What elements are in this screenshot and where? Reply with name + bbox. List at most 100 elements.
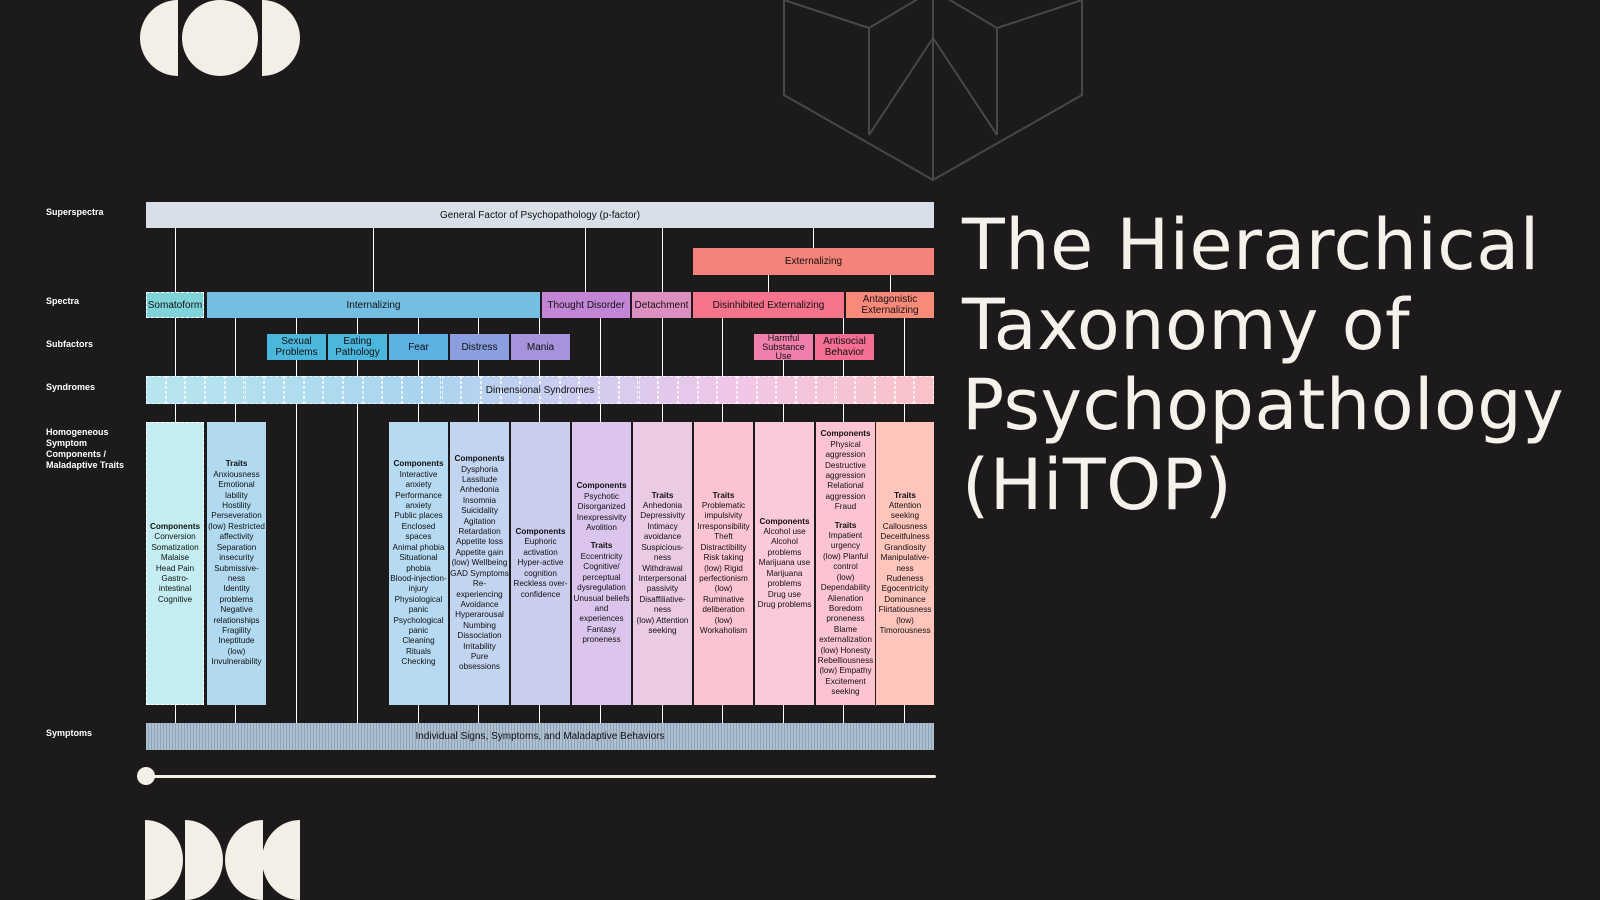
column-item: Retardation [458,527,501,537]
syndrome-cell [323,376,343,404]
syndrome-cell [480,376,501,404]
spectrum-antagonistic-externalizing: Antagonistic Externalizing [846,292,934,318]
column-item: Head Pain [155,563,195,573]
syndrome-cell [402,376,422,404]
progress-handle[interactable] [137,767,155,785]
column-item: Public places [394,511,443,521]
column-header: Traits [225,459,248,469]
column-item: Reckless over-confidence [513,579,568,599]
syndrome-cell [658,376,678,404]
syndrome-cell [421,376,442,404]
column-item: Perseveration [211,511,262,521]
column-item: (low) Timorousness [879,615,931,635]
column-item: Destructive aggression [825,460,866,481]
syndrome-cell [303,376,324,404]
column-item: (low) Empathy [819,666,872,676]
column-item: Fraud [834,502,857,512]
syndrome-cell [461,376,481,404]
subfactor-distress: Distress [450,334,509,360]
column-item: Problematic impulsivity [701,501,746,521]
column-item: Identity problems [219,584,254,604]
column-item: (low) Wellbeing [451,558,508,568]
column-item: Numbing [463,620,496,630]
column-item: Physical aggression [825,439,866,460]
syndrome-cell [697,376,718,404]
column-item: Fantasy proneness [582,624,621,645]
syndrome-cell [264,376,284,404]
column-item: Drug problems [757,599,812,609]
column-item: Hyper-active cognition [517,558,564,578]
syndrome-cell [914,376,934,404]
column-item: Situational phobia [399,553,438,573]
subfactor-eating-pathology: Eating Pathology [328,334,387,360]
syndrome-cell [224,376,245,404]
syndromes-label: Dimensional Syndromes [485,384,595,396]
column-item: Irresponsibility [697,521,750,531]
column-item: Submissive-ness [214,563,259,583]
column-item: Withdrawal [642,563,683,573]
row-label-components: Homogeneous Symptom Components / Maladap… [46,427,125,470]
subfactor-antisocial-behavior: Antisocial Behavior [815,334,874,360]
syndrome-cell [874,376,895,404]
column-item: Intimacy avoidance [643,521,682,542]
column-item: Anxiousness [213,469,260,479]
column-item: Blood-injection-injury [390,573,447,594]
column-header: Traits [834,520,857,530]
column-item: Pure obsessions [459,651,500,672]
column-item: (low) Rigid perfectionism [699,563,748,583]
column-header: Traits [712,490,735,500]
syndrome-cell [815,376,836,404]
symptoms-label: Individual Signs, Symptoms, and Maladapt… [415,731,665,742]
subfactor-fear: Fear [389,334,448,360]
column-item: Checking [401,657,436,667]
syndrome-cell [205,376,225,404]
hexagon-outline-decoration [783,0,1083,182]
subfactor-mania: Mania [511,334,570,360]
column-item: (low) Planful control [822,551,869,572]
column-item: Risk taking [703,553,744,563]
subfactor-harmful-substance-use: Harmful Substance Use [754,334,813,360]
spectrum-thought-disorder: Thought Disorder [542,292,630,318]
column-item: Avoidance [460,599,499,609]
column-item: Alienation [827,593,864,603]
column-item: Avolition [586,523,617,533]
progress-track[interactable] [146,775,936,778]
syndrome-cell [855,376,875,404]
syndrome-cell [579,376,600,404]
column-item: Dominance [884,594,926,604]
column-item: Rituals [405,646,432,656]
column-item: Blame externalization [819,624,872,645]
column-item: Marijuana use [758,558,811,568]
column-header: Components [393,459,444,469]
column-header: Components [149,521,201,531]
syndrome-cell [894,376,915,404]
column-item: Re-experiencing [456,579,503,599]
column-item: Rudeness [886,573,924,583]
column-item: Interpersonal passivity [638,573,687,594]
syndrome-cell [638,376,659,404]
column-item: Agitation [463,516,496,526]
column-item: Conversion [154,532,196,542]
externalizing-box: Externalizing [693,248,934,275]
column-item: Animal phobia [392,542,445,552]
column-item: Performance anxiety [395,490,442,511]
column-header: Traits [651,490,674,500]
column-item: Cleaning [402,636,435,646]
syndrome-cell [500,376,521,404]
column-item: Deceitfulness [880,532,930,542]
column-item: Irritability [463,641,496,651]
spectrum-somatoform: Somatoform [146,292,204,318]
column-item: Attention seeking [888,501,922,521]
syndrome-cell [599,376,619,404]
column-header: Components [515,527,566,537]
column-item: Anhedonia [642,501,683,511]
column-item: (low) Invulnerability [211,646,262,667]
column-item: Psychological panic [393,615,444,635]
